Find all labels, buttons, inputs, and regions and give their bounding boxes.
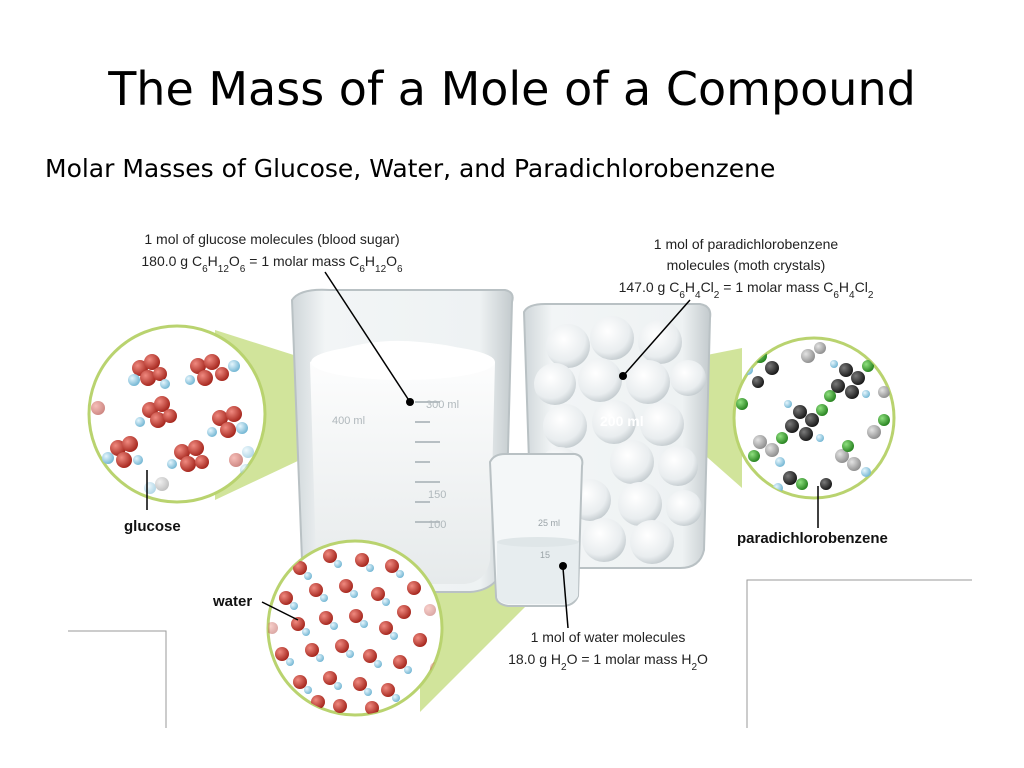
glucose-cluster (185, 354, 240, 386)
glucose-caption-line2: 180.0 g C6H12O6 = 1 molar mass C6H12O6 (141, 253, 403, 275)
leader-lines (146, 271, 819, 629)
para-caption-line3: 147.0 g C6H4Cl2 = 1 molar mass C6H4Cl2 (619, 279, 874, 301)
slide-subtitle: Molar Masses of Glucose, Water, and Para… (45, 154, 776, 183)
glucose-cluster (207, 406, 248, 438)
slide-title: The Mass of a Mole of a Compound (108, 62, 916, 116)
para-label: paradichlorobenzene (737, 530, 888, 547)
beaker-mark: 25 ml (538, 518, 560, 528)
glucose-caption: 1 mol of glucose molecules (blood sugar)… (141, 231, 403, 275)
para-molecule (835, 414, 890, 477)
beaker-mark: 150 (428, 489, 446, 501)
water-caption-line1: 1 mol of water molecules (531, 629, 686, 645)
water-label: water (212, 593, 252, 610)
corner-lines (68, 579, 972, 728)
water-molecules (268, 549, 442, 715)
beaker-mark: 100 (428, 519, 446, 531)
para-caption-line1: 1 mol of paradichlorobenzene (654, 236, 839, 252)
para-molecule (824, 360, 874, 402)
water-beaker: 25 ml 15 (488, 453, 584, 607)
para-caption-line2: molecules (moth crystals) (667, 257, 826, 273)
water-caption: 1 mol of water molecules 18.0 g H2O = 1 … (508, 629, 708, 673)
water-molecule-view (266, 539, 444, 717)
beaker-mark: 15 (540, 550, 550, 560)
water-caption-line2: 18.0 g H2O = 1 molar mass H2O (508, 651, 708, 673)
glucose-cluster (167, 440, 209, 472)
glucose-label: glucose (124, 518, 181, 535)
para-molecule-view (732, 336, 896, 500)
beaker-mark: 300 ml (426, 399, 459, 411)
leader-dots (406, 372, 627, 570)
beaker-mark: 200 ml (600, 413, 644, 429)
para-molecule (776, 400, 828, 444)
glucose-cluster (102, 436, 143, 468)
glucose-caption-line1: 1 mol of glucose molecules (blood sugar) (144, 231, 399, 247)
para-molecule (748, 435, 785, 467)
glucose-cluster (135, 396, 177, 428)
glucose-molecule-view (87, 324, 267, 504)
para-caption: 1 mol of paradichlorobenzene molecules (… (619, 236, 874, 301)
beaker-mark: 400 ml (332, 415, 365, 427)
glucose-cluster (128, 354, 170, 389)
